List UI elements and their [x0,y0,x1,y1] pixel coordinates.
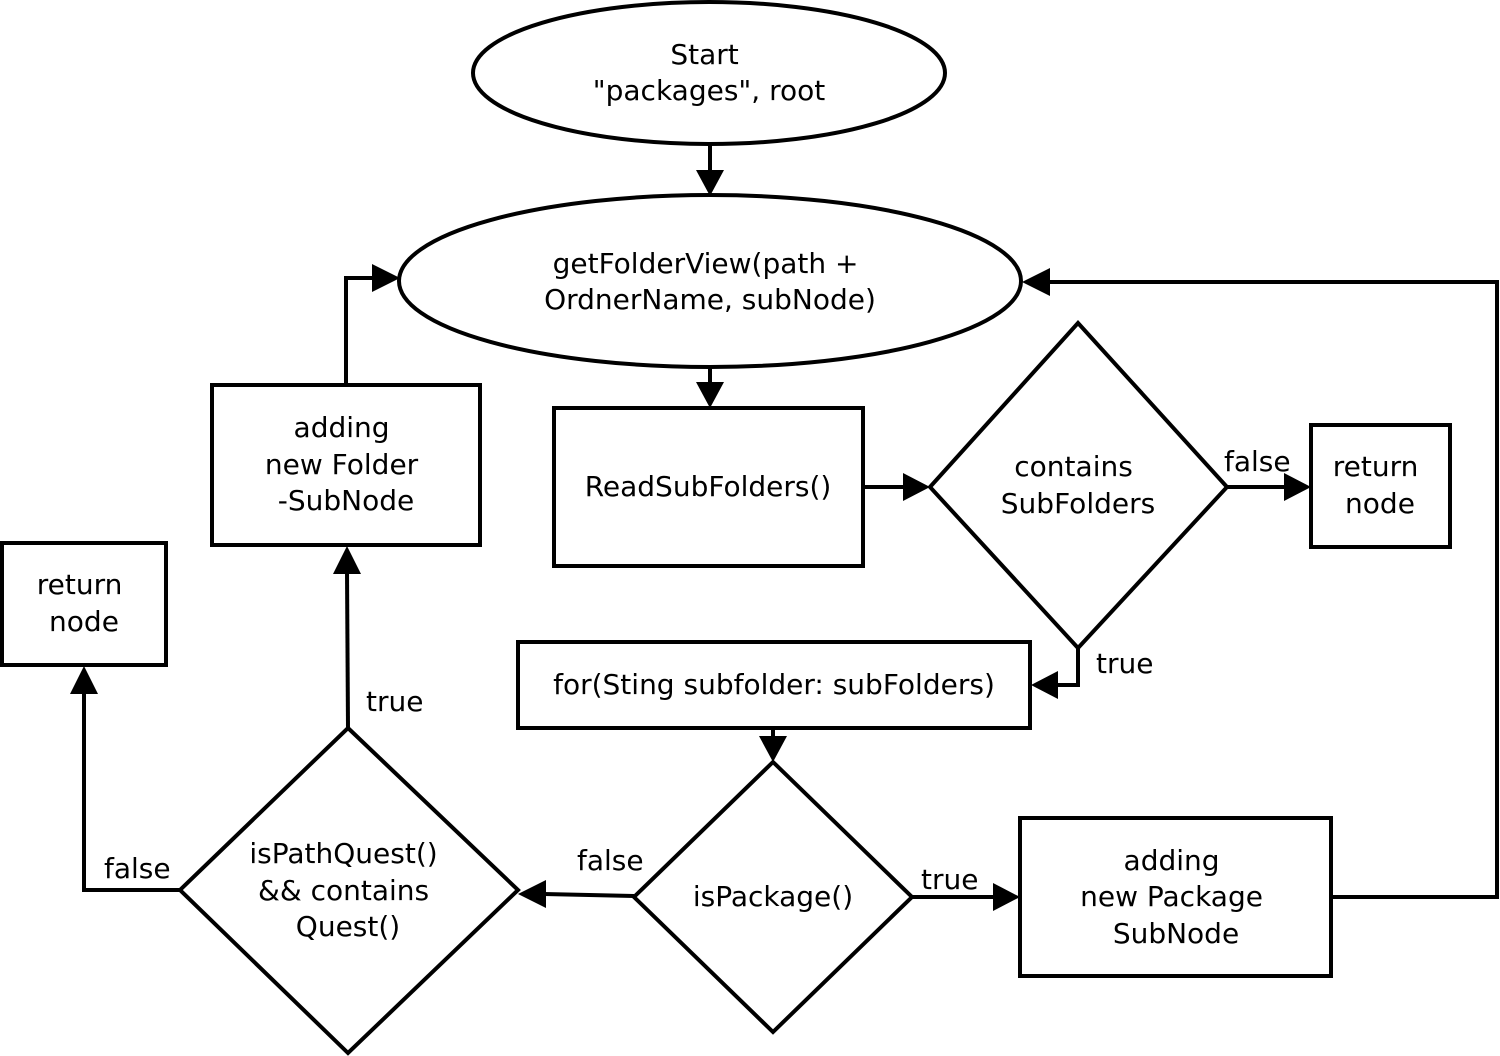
return-node-right-label: return node [1333,450,1428,520]
for-loop-label: for(Sting subfolder: subFolders) [553,668,995,701]
node-for-loop: for(Sting subfolder: subFolders) [516,640,1032,730]
label-package-true: true [921,863,978,896]
label-contains-false: false [1224,445,1291,478]
start-label: Start "packages", root [593,38,826,107]
arrowhead [1022,268,1050,296]
ispackage-label: isPackage() [693,880,853,913]
edge-contains-true [1056,648,1080,687]
edge-package-loopback [1048,280,1499,899]
node-start: Start "packages", root [471,0,947,146]
label-package-false: false [577,844,644,877]
label-contains-true: true [1096,647,1153,680]
label-pathquest-true: true [366,685,423,718]
edge-labels: false true true false true false [104,445,1291,896]
contains-label: contains SubFolders [1001,450,1155,520]
adding-package-shape [1018,816,1333,978]
arrowhead [696,170,724,196]
for-loop-shape [516,640,1032,730]
arrowhead [518,880,546,908]
arrowhead [696,382,724,408]
adding-folder-label: adding new Folder -SubNode [265,411,427,517]
ispathquest-label: isPathQuest() && contains Quest() [249,837,446,943]
arrowhead [70,666,98,694]
arrowhead [333,546,361,574]
edge-pathquest-true [345,571,350,729]
label-pathquest-false: false [104,852,171,885]
readsubfolders-label: ReadSubFolders() [585,470,832,503]
arrowhead [903,473,930,501]
node-contains-sub-folders: contains SubFolders [927,320,1230,651]
start-terminal-shape [471,0,947,146]
node-adding-folder: adding new Folder -SubNode [210,383,482,547]
arrowhead [993,883,1020,911]
return-node-right-shape [1309,423,1452,549]
node-return-node-left: return node [0,541,168,667]
getfolderview-ellipse-shape [397,193,1023,369]
edge-pathquest-false [82,692,180,892]
node-return-node-right: return node [1309,423,1452,549]
adding-folder-shape [210,383,482,547]
node-is-path-quest: isPathQuest() && contains Quest() [177,725,521,1056]
ispathquest-decision-shape [177,725,521,1056]
node-read-sub-folders: ReadSubFolders() [552,406,865,568]
adding-package-label: adding new Package SubNode [1080,844,1272,950]
node-adding-package: adding new Package SubNode [1018,816,1333,978]
return-node-left-label: return node [37,568,132,638]
node-get-folder-view: getFolderView(path + OrdnerName, subNode… [397,193,1023,369]
edge-ispackage-false [543,892,635,898]
getfolderview-label: getFolderView(path + OrdnerName, subNode… [544,247,876,316]
ispackage-decision-shape [631,759,915,1035]
return-node-left-shape [0,541,168,667]
arrowhead [759,736,787,762]
readsubfolders-process-shape [552,406,865,568]
arrowhead [1284,473,1311,501]
edges [70,145,1499,911]
arrowhead [1031,671,1058,699]
contains-decision-shape [927,320,1230,651]
edge-addingfolder-to-getfolderview [344,276,374,385]
arrowhead [372,264,400,292]
node-is-package: isPackage() [631,759,915,1035]
